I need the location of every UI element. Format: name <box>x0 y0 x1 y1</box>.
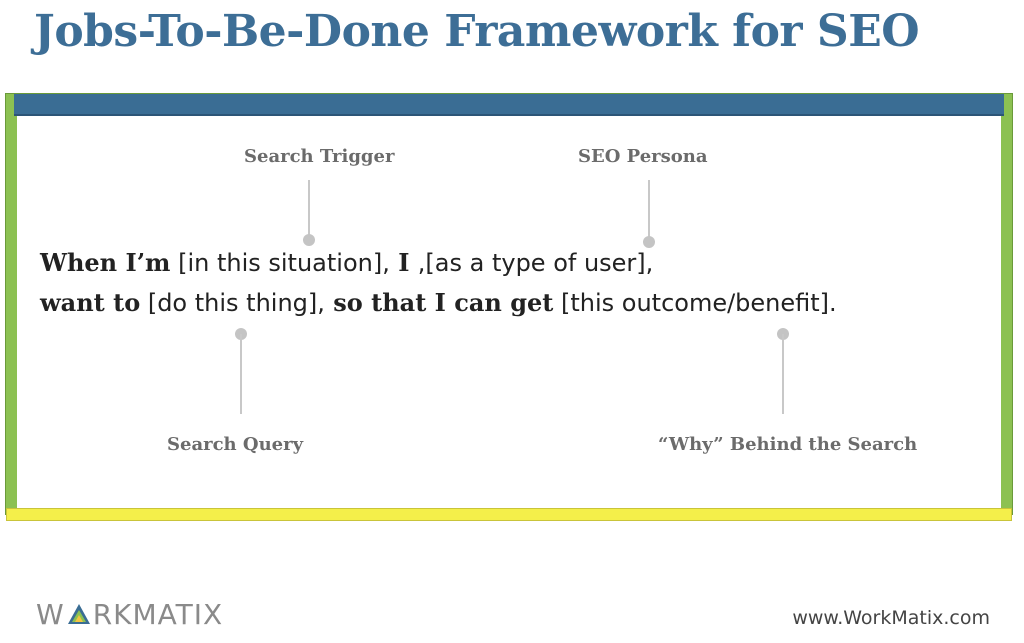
why-behind-connector <box>782 334 784 414</box>
sentence-outcome: [this outcome/benefit]. <box>553 289 837 317</box>
seo-persona-label: SEO Persona <box>578 146 708 167</box>
page-title: Jobs-To-Be-Done Framework for SEO <box>34 6 920 57</box>
sentence-when-im: When I’m <box>40 248 171 277</box>
jtbd-sentence-line-2: want to [do this thing], so that I can g… <box>40 288 837 317</box>
sentence-situation: [in this situation], <box>170 249 390 277</box>
logo-text-end: RKMATIX <box>92 598 224 631</box>
sentence-so-that: so that I can get <box>324 288 554 317</box>
panel-bottom-bar <box>6 508 1012 521</box>
sentence-i: I <box>389 248 418 277</box>
why-behind-search-label: “Why” Behind the Search <box>658 434 918 455</box>
workmatix-logo-icon <box>66 602 92 628</box>
search-query-label: Search Query <box>167 434 304 455</box>
sentence-want-to: want to <box>40 288 141 317</box>
seo-persona-dot <box>643 236 655 248</box>
sentence-thing: [do this thing], <box>140 289 325 317</box>
search-query-connector <box>240 334 242 414</box>
search-trigger-connector <box>308 180 310 238</box>
framework-panel <box>5 93 1013 515</box>
sentence-user-type: ,[as a type of user], <box>417 249 654 277</box>
search-trigger-dot <box>303 234 315 246</box>
website-url: www.WorkMatix.com <box>792 607 990 629</box>
panel-top-bar <box>14 94 1004 116</box>
seo-persona-connector <box>648 180 650 242</box>
jtbd-sentence-line-1: When I’m [in this situation], I ,[as a t… <box>40 248 653 277</box>
logo-text-start: W <box>36 598 65 631</box>
workmatix-logo: W RKMATIX <box>36 598 223 631</box>
search-trigger-label: Search Trigger <box>244 146 395 167</box>
